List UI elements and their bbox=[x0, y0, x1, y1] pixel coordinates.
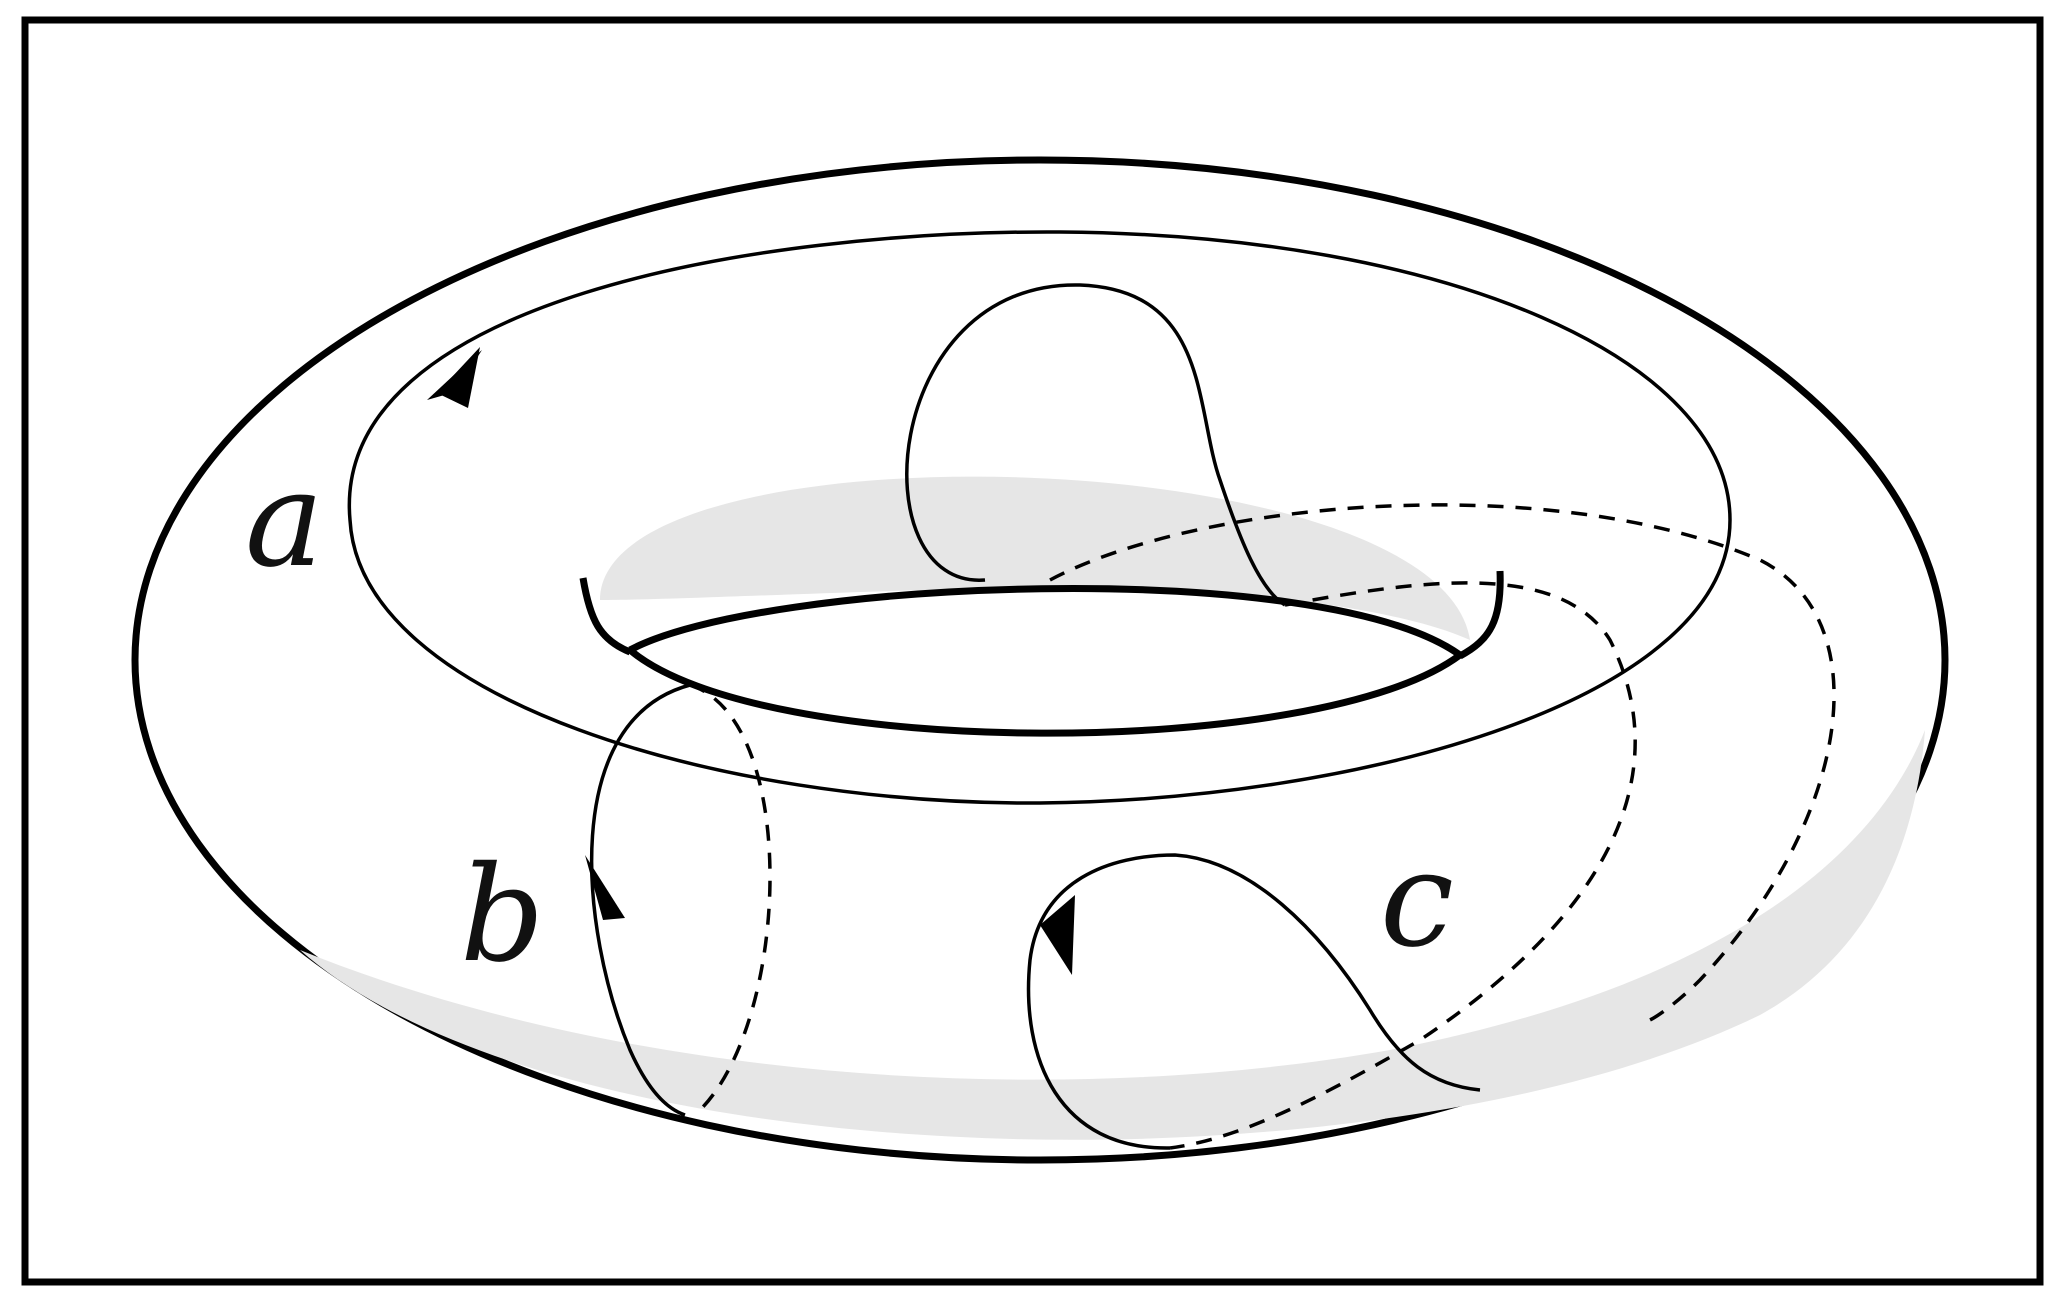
torus-hole-crease-right bbox=[1458, 570, 1504, 660]
curve-b-arrowhead bbox=[585, 855, 625, 920]
curve-c-top-front bbox=[905, 283, 1286, 607]
curve-c-back-upper bbox=[1049, 503, 1836, 1022]
torus-lower-shade bbox=[300, 730, 1925, 1140]
curve-c-arrowhead bbox=[1040, 895, 1075, 975]
curve-a-arrowhead bbox=[437, 347, 480, 408]
torus-hole-crease bbox=[579, 577, 632, 656]
label-a: a bbox=[245, 443, 324, 597]
torus-hole-shade bbox=[600, 476, 1470, 640]
torus-outer-outline bbox=[131, 156, 1949, 1164]
curve-b-front bbox=[589, 683, 691, 1117]
curve-c-bottom-front bbox=[1026, 853, 1481, 1150]
label-b: b bbox=[460, 838, 545, 992]
curve-c-back-inner bbox=[1169, 581, 1637, 1150]
label-c: c bbox=[1380, 823, 1454, 977]
curve-a bbox=[347, 230, 1732, 805]
